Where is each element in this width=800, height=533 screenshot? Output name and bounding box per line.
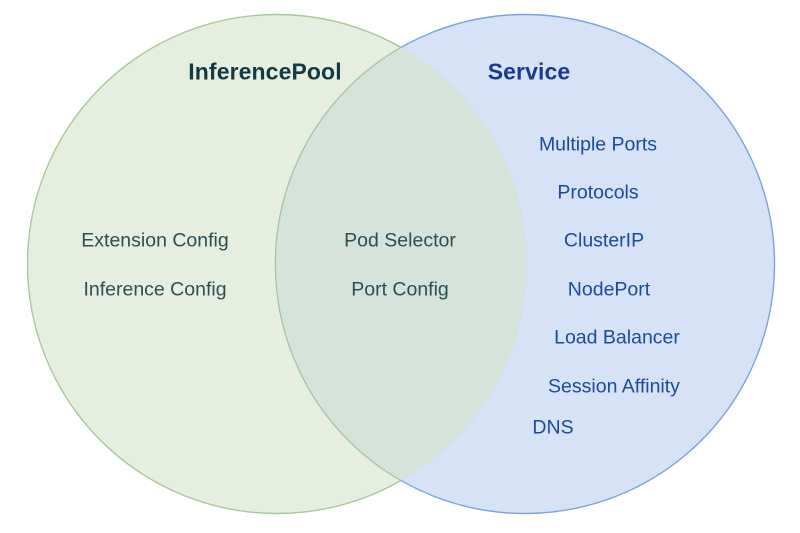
right-item-multiple-ports: Multiple Ports (538, 133, 658, 156)
center-item-pod-selector: Pod Selector (344, 229, 456, 252)
right-item-session-affinity: Session Affinity (548, 375, 680, 398)
right-item-protocols: Protocols (557, 181, 639, 204)
left-circle-title: InferencePool (188, 58, 342, 85)
left-item-extension-config: Extension Config (81, 229, 229, 252)
left-item-inference-config: Inference Config (83, 278, 227, 301)
venn-circles (26, 13, 776, 515)
intersection-shape[interactable] (274, 14, 775, 514)
right-item-dns: DNS (532, 416, 574, 439)
right-item-nodeport: NodePort (567, 278, 651, 301)
right-item-load-balancer: Load Balancer (554, 326, 680, 349)
center-item-port-config: Port Config (351, 278, 449, 301)
right-item-clusterip: ClusterIP (563, 229, 645, 252)
right-circle-title: Service (487, 58, 571, 85)
